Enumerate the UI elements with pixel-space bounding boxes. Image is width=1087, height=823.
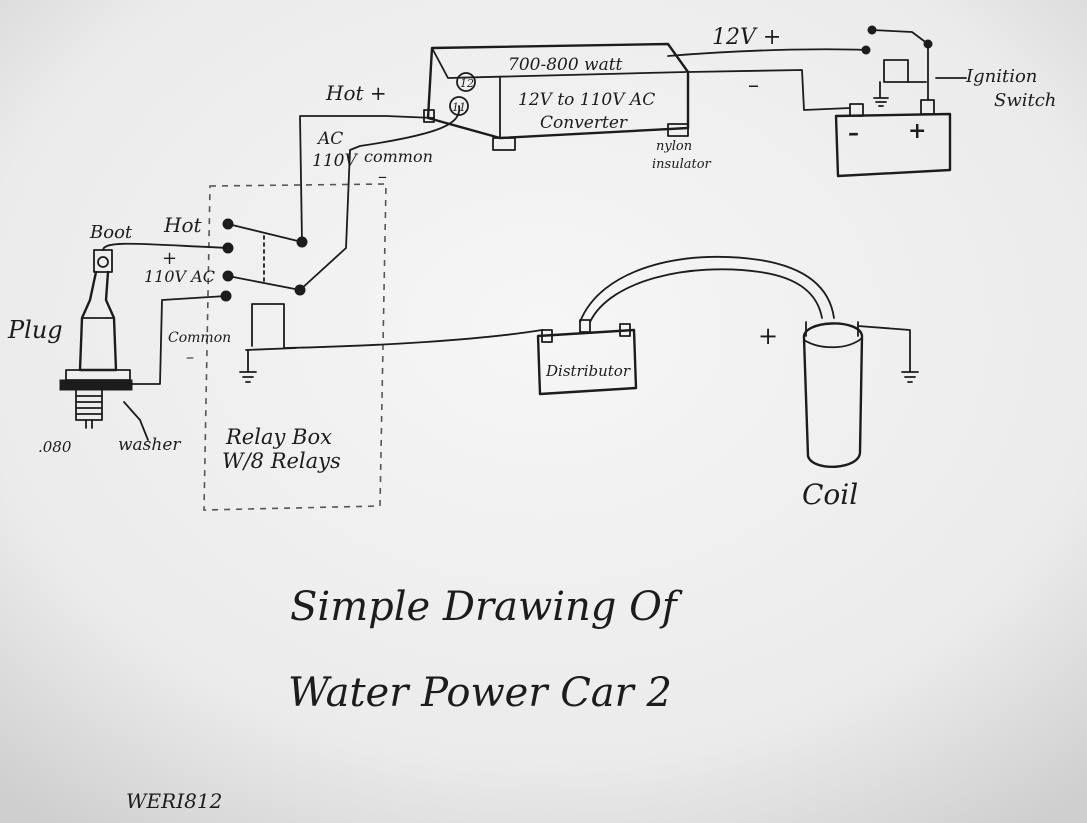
label-minus: – bbox=[748, 73, 759, 98]
wire-12v-positive bbox=[667, 48, 867, 57]
wire-common-plug-to-relay bbox=[129, 295, 227, 385]
ignition-label-line2: Switch bbox=[994, 90, 1056, 111]
wire-relay-to-distributor bbox=[283, 329, 543, 349]
converter-terminal-11 bbox=[449, 96, 469, 116]
coil-label: Coil bbox=[802, 478, 858, 511]
coil-plus-label: + bbox=[758, 322, 778, 350]
relay-switch-2 bbox=[227, 275, 301, 291]
relay-label-line2: W/8 Relays bbox=[222, 449, 341, 473]
plug-hex bbox=[65, 369, 131, 381]
converter-terminal-12-label: 12 bbox=[460, 77, 474, 90]
plug-thread bbox=[75, 389, 103, 421]
label-110v: 110V bbox=[312, 151, 358, 171]
battery-post-negative bbox=[849, 103, 864, 117]
wire-hot-converter-to-relay bbox=[299, 115, 435, 243]
drawing-code: WERI812 bbox=[126, 789, 222, 813]
converter-top-edge bbox=[431, 47, 687, 79]
converter-terminal-12 bbox=[456, 72, 476, 92]
coil-ground bbox=[857, 325, 919, 383]
ignition-switch-blade bbox=[871, 29, 929, 45]
wire-distributor-to-coil-outer bbox=[579, 255, 835, 323]
battery-plus-label: + bbox=[908, 118, 926, 144]
distributor: Distributor bbox=[536, 319, 638, 396]
insulator-label-line1: nylon bbox=[656, 139, 692, 154]
label-boot: Boot bbox=[89, 222, 133, 243]
distributor-label: Distributor bbox=[545, 362, 631, 380]
relay-box-outline bbox=[203, 183, 387, 511]
wire-boot-to-relay bbox=[102, 242, 229, 251]
ignition-switch: Ignition Switch bbox=[861, 25, 1056, 111]
converter: 700-800 watt 12V to 110V AC Converter 12… bbox=[423, 42, 712, 172]
insulator-label-line2: insulator bbox=[652, 157, 712, 172]
distributor-terminal-right bbox=[619, 323, 631, 337]
label-common-left-minus: – bbox=[186, 347, 194, 366]
label-12v-plus: 12V + bbox=[712, 25, 781, 50]
relay-coil bbox=[251, 303, 285, 349]
coil-body bbox=[802, 322, 864, 468]
plug-terminal bbox=[97, 256, 109, 268]
converter-watt-label: 700-800 watt bbox=[508, 55, 623, 75]
label-ac: AC bbox=[316, 129, 343, 149]
converter-desc-line1: 12V to 110V AC bbox=[518, 90, 655, 110]
title-line2: Water Power Car 2 bbox=[288, 670, 672, 716]
label-plug: Plug bbox=[7, 316, 63, 344]
battery: – + bbox=[834, 99, 952, 178]
label-common-top-minus: – bbox=[378, 166, 387, 187]
relay-switch-1 bbox=[227, 223, 303, 243]
label-hot-plus-top: Hot + bbox=[325, 81, 387, 105]
coil-terminals bbox=[805, 321, 859, 337]
battery-minus-label: – bbox=[848, 120, 859, 146]
converter-tab bbox=[423, 109, 435, 123]
label-hot: Hot bbox=[163, 213, 202, 237]
wire-ground-negative bbox=[687, 69, 851, 111]
relay-label-line1: Relay Box bbox=[225, 425, 332, 449]
relay-ground bbox=[239, 349, 257, 383]
plug-electrode bbox=[85, 419, 93, 429]
label-common-top: common bbox=[364, 147, 433, 166]
label-plus-sign: + bbox=[162, 248, 177, 269]
distributor-cap-post bbox=[579, 319, 591, 333]
ignition-coil: + Coil bbox=[758, 321, 919, 511]
ignition-label-line1: Ignition bbox=[965, 66, 1037, 87]
label-washer: washer bbox=[118, 435, 181, 455]
converter-foot-left bbox=[492, 137, 516, 151]
label-110v-ac: 110V AC bbox=[144, 267, 215, 286]
ignition-ground bbox=[873, 81, 889, 107]
washer-pointer bbox=[123, 401, 149, 441]
coil-top-rim bbox=[803, 337, 863, 349]
wire-distributor-to-coil-inner bbox=[589, 268, 823, 323]
label-common-left: Common bbox=[168, 330, 231, 346]
converter-foot-right bbox=[667, 123, 689, 137]
battery-outline bbox=[834, 112, 952, 178]
converter-desc-line2: Converter bbox=[540, 113, 628, 133]
distributor-body bbox=[536, 328, 638, 396]
title-line1: Simple Drawing Of bbox=[290, 584, 683, 630]
wire-common-converter-to-relay bbox=[299, 105, 461, 291]
plug-washer bbox=[59, 379, 133, 391]
distributor-terminal-left bbox=[541, 329, 553, 343]
label-gap: .080 bbox=[38, 438, 72, 456]
